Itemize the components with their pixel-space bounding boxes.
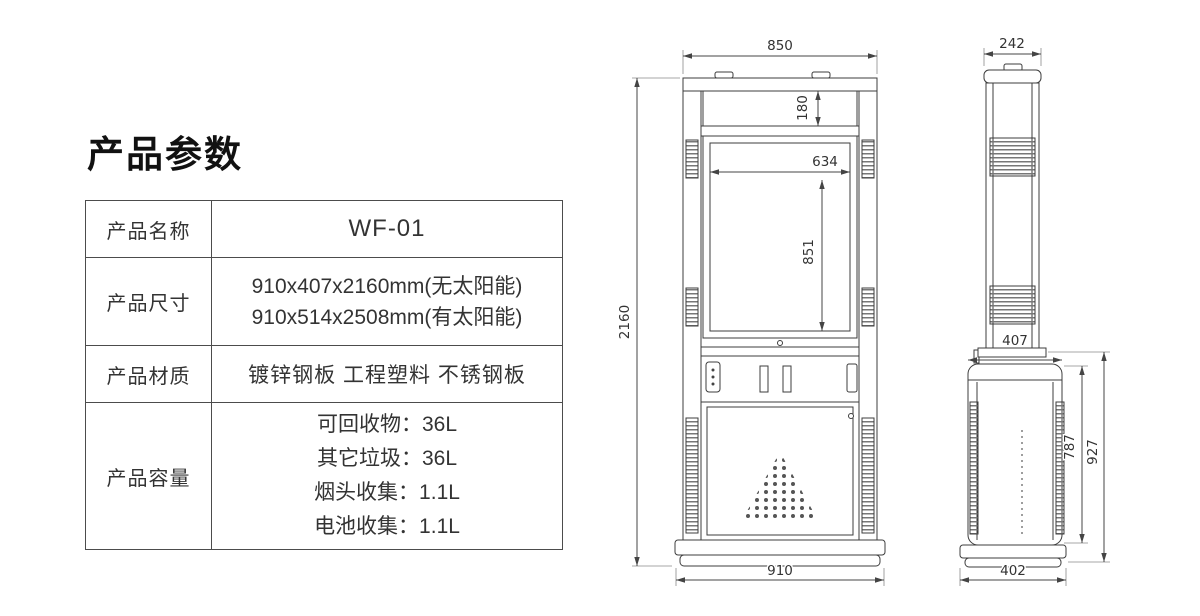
- side-bracket: [977, 347, 1047, 358]
- slot-dot: [711, 375, 715, 379]
- spec-value-material: 镀锌钢板 工程塑料 不锈钢板: [211, 345, 563, 403]
- collection-slot-right: [846, 363, 858, 393]
- front-top-bar: [682, 77, 878, 92]
- dimension-line-no-solar: 910x407x2160mm(无太阳能): [251, 274, 523, 298]
- dim-front-screen-width: 634: [812, 154, 838, 170]
- dim-front-header-height: 180: [795, 95, 811, 121]
- vent-grille: [989, 137, 1036, 177]
- cabinet-top-band: [700, 346, 860, 357]
- spec-value-product-name: WF-01: [211, 200, 563, 258]
- screen-panel-inner: [709, 142, 851, 332]
- handle-right: [782, 365, 792, 393]
- spec-label-product-name: 产品名称: [85, 200, 212, 258]
- front-base-lip: [674, 539, 886, 556]
- spec-row-material: 产品材质 镀锌钢板 工程塑料 不锈钢板: [85, 345, 563, 403]
- vent-grille: [861, 287, 875, 327]
- side-view-dimensions: 242 407 787 927 402: [959, 35, 1110, 586]
- front-view-drawing: [674, 71, 886, 567]
- vent-grille: [685, 139, 699, 179]
- dim-side-bin-height: 787: [1062, 434, 1078, 460]
- dim-side-depth: 407: [1002, 333, 1028, 349]
- spec-row-capacity: 产品容量 可回收物：36L 其它垃圾：36L 烟头收集：1.1L 电池收集：1.…: [85, 402, 563, 550]
- door-lock: [848, 413, 854, 419]
- dim-side-base-width: 402: [1000, 563, 1026, 579]
- vent-grille: [861, 139, 875, 179]
- front-base: [679, 554, 881, 567]
- side-base: [964, 557, 1062, 568]
- spec-value-capacity: 可回收物：36L 其它垃圾：36L 烟头收集：1.1L 电池收集：1.1L: [211, 402, 563, 550]
- screen-button: [777, 340, 783, 346]
- header-crossbar: [700, 125, 860, 137]
- spec-label-dimensions: 产品尺寸: [85, 257, 212, 346]
- front-view-dimensions: 850 2160 180 634 851 910: [616, 37, 885, 586]
- vent-grille: [685, 287, 699, 327]
- front-top-cap-right: [811, 71, 831, 79]
- slot-dot: [711, 368, 715, 372]
- dim-side-lower-height: 927: [1085, 439, 1101, 465]
- handle-left: [759, 365, 769, 393]
- dim-front-screen-height: 851: [801, 239, 817, 265]
- side-view-drawing: [959, 63, 1067, 568]
- capacity-line-battery: 电池收集：1.1L: [314, 515, 460, 538]
- capacity-line-recyclable: 可回收物：36L: [316, 413, 458, 436]
- side-top-bar: [983, 69, 1042, 84]
- vent-grille: [685, 417, 699, 534]
- slot-dot: [711, 382, 715, 386]
- vent-grille: [861, 417, 875, 534]
- dim-side-top-width: 242: [999, 36, 1025, 52]
- vent-grille: [1055, 401, 1065, 535]
- dimension-line-solar: 910x514x2508mm(有太阳能): [251, 305, 523, 329]
- spec-label-capacity: 产品容量: [85, 402, 212, 550]
- spec-value-dimensions: 910x407x2160mm(无太阳能) 910x514x2508mm(有太阳能…: [211, 257, 563, 346]
- dim-front-total-height: 2160: [617, 305, 633, 339]
- spec-table: 产品名称 WF-01 产品尺寸 910x407x2160mm(无太阳能) 910…: [85, 200, 563, 550]
- technical-drawings: 850 2160 180 634 851 910: [616, 35, 1110, 586]
- side-base-lip: [959, 544, 1067, 559]
- vent-grille: [969, 401, 979, 535]
- perforation-triangle: [741, 452, 819, 522]
- front-top-cap-left: [714, 71, 734, 79]
- dim-front-base-width: 910: [767, 563, 793, 579]
- capacity-line-other-waste: 其它垃圾：36L: [316, 447, 458, 470]
- dim-front-top-width: 850: [767, 38, 793, 54]
- spec-row-product-name: 产品名称 WF-01: [85, 200, 563, 258]
- spec-row-dimensions: 产品尺寸 910x407x2160mm(无太阳能) 910x514x2508mm…: [85, 257, 563, 346]
- capacity-line-cigarette: 烟头收集：1.1L: [314, 481, 460, 504]
- page-title: 产品参数: [87, 134, 243, 175]
- spec-label-material: 产品材质: [85, 345, 212, 403]
- side-bin-body: [967, 363, 1063, 546]
- vent-grille: [989, 285, 1036, 325]
